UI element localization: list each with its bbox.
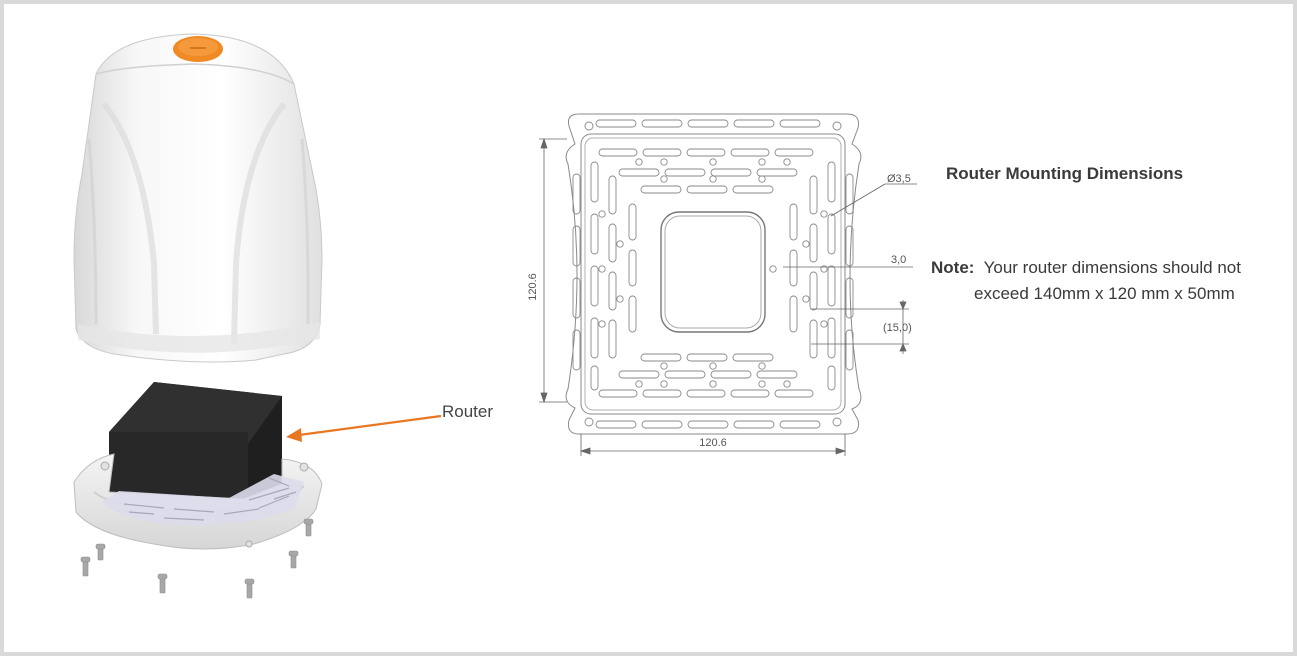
dim-slot-label: 3,0 [891, 254, 906, 266]
mounting-holes [584, 121, 842, 427]
router-callout-label: Router [442, 402, 494, 421]
dimension-lines [539, 137, 917, 456]
dim-hole-diameter-label: Ø3,5 [887, 173, 911, 185]
note-label: Note: [931, 258, 975, 277]
page-frame: 120.6 120.6 Ø3,5 3,0 (15,0) Router Route… [4, 4, 1293, 652]
product-illustration [73, 33, 442, 599]
enclosure-cover [73, 33, 323, 363]
mounting-plate-drawing: 120.6 120.6 Ø3,5 3,0 (15,0) [527, 113, 917, 456]
plate-center-cutout [660, 211, 766, 333]
screws [80, 518, 314, 599]
dim-height-label: 120.6 [527, 273, 539, 301]
enclosure-base [73, 453, 323, 550]
logo-badge [173, 36, 223, 62]
note-line-1: Note: Your router dimensions should not [931, 258, 1241, 278]
mounting-dimensions-title: Router Mounting Dimensions [946, 164, 1184, 183]
dim-spacing-label: (15,0) [883, 322, 912, 334]
plate-outline [565, 113, 862, 435]
note-line-2: exceed 140mm x 120 mm x 50mm [974, 284, 1235, 303]
note-text-1: Your router dimensions should not [983, 258, 1241, 277]
slot-pattern [572, 119, 854, 429]
router-box [109, 382, 282, 504]
router-callout-arrow [286, 414, 442, 442]
dim-width-label: 120.6 [699, 437, 727, 449]
plate-inner-frame [580, 133, 846, 415]
